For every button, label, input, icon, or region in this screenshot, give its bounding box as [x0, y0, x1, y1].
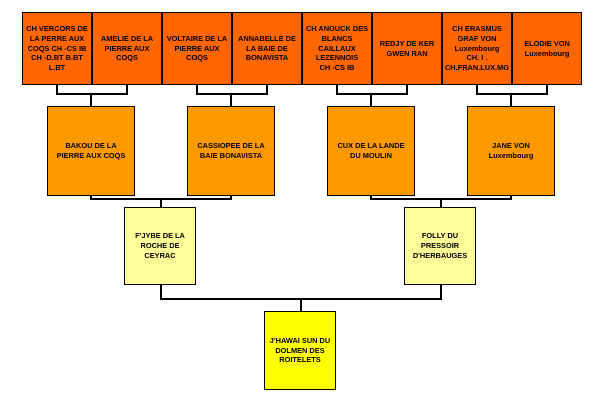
connector-line: [126, 85, 128, 94]
great-grandparent-box: VOLTAIRE DE LA PIERRE AUX COQS: [162, 12, 232, 85]
connector-line: [440, 285, 442, 300]
great-grandparent-box: ANNABELLE DE LA BAIE DE BONAVISTA: [232, 12, 302, 85]
great-grandparent-box: CH ANOUCK DES BLANCS CAILLAUX LEZENNOIS …: [302, 12, 372, 85]
great-grandparent-box: CH VERCORS DE LA PERRE AUX COQS CH -CS I…: [22, 12, 92, 85]
connector-line: [90, 93, 92, 106]
connector-line: [510, 93, 512, 106]
great-grandparent-box: ELODIE VON Luxembourg: [512, 12, 582, 85]
connector-line: [440, 198, 442, 207]
connector-line: [196, 93, 268, 95]
grandparent-box: BAKOU DE LA PIERRE AUX COQS: [47, 106, 135, 196]
connector-line: [230, 93, 232, 106]
great-grandparent-box: CH ERASMUS GRAF VON Luxembourg CH. I . C…: [442, 12, 512, 85]
grandparent-box: CUX DE LA LANDE DU MOULIN: [327, 106, 415, 196]
connector-line: [336, 85, 338, 94]
connector-line: [476, 93, 548, 95]
connector-line: [56, 93, 128, 95]
connector-line: [266, 85, 268, 94]
sire-box: F'JYBE DE LA ROCHE DE CEYRAC: [124, 207, 196, 285]
connector-line: [56, 85, 58, 94]
subject-box: J'HAWAI SUN DU DOLMEN DES ROITELETS: [264, 311, 336, 390]
connector-line: [370, 93, 372, 106]
connector-line: [476, 85, 478, 94]
connector-line: [160, 285, 162, 300]
great-grandparent-box: REDJY DE KER GWEN RAN: [372, 12, 442, 85]
connector-line: [196, 85, 198, 94]
connector-line: [336, 93, 408, 95]
connector-line: [546, 85, 548, 94]
dam-box: FOLLY DU PRESSOIR D'HERBAUGES: [404, 207, 476, 285]
great-grandparent-box: AMELIE DE LA PIERRE AUX COQS: [92, 12, 162, 85]
connector-line: [406, 85, 408, 94]
connector-line: [160, 198, 162, 207]
grandparent-box: JANE VON Luxembourg: [467, 106, 555, 196]
grandparent-box: CASSIOPEE DE LA BAIE BONAVISTA: [187, 106, 275, 196]
connector-line: [300, 298, 302, 311]
